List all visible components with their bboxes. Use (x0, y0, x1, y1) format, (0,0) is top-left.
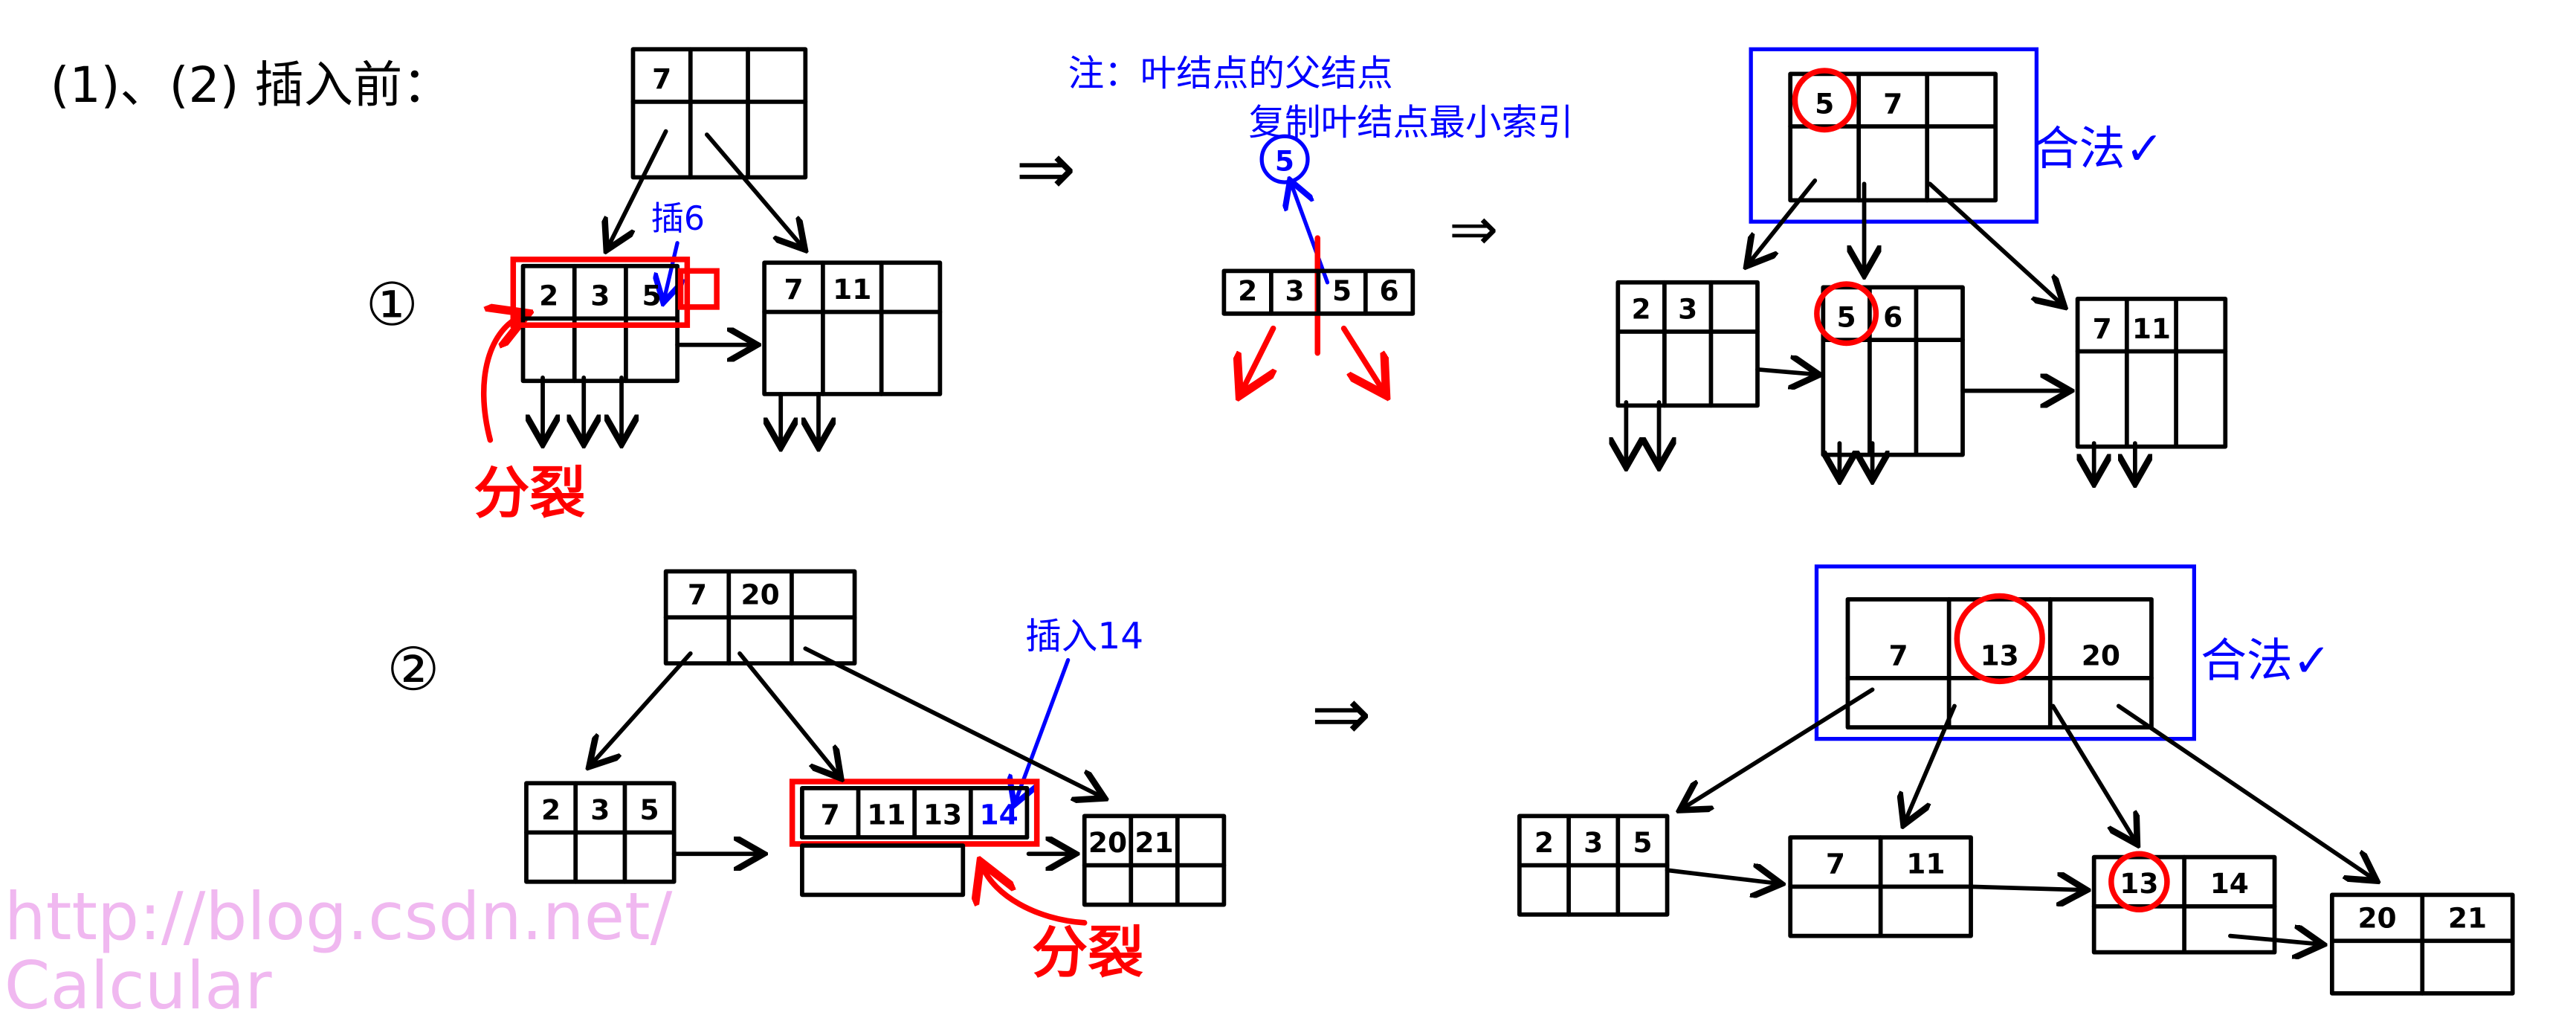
node-key: 2 (539, 280, 558, 312)
valid-label-1: 合法✓ (2033, 122, 2163, 175)
watermark-author: Calcular (4, 947, 272, 1018)
pointer-arrow (2050, 703, 2134, 840)
split-label-2: 分裂 (1032, 920, 1143, 985)
node-key: 11 (833, 273, 871, 306)
node-key: 7 (1883, 87, 1902, 120)
node-key: 7 (1826, 848, 1845, 880)
node-key: 20 (740, 579, 779, 611)
node-key: 3 (1678, 292, 1697, 325)
root-node (630, 47, 808, 180)
node-key: 21 (2448, 902, 2487, 935)
pointer-arrow (1927, 181, 2062, 303)
case2-label: ② (387, 634, 439, 703)
node-key: 11 (1906, 848, 1945, 880)
watermark-url: http://blog.csdn.net/ (4, 878, 673, 955)
parent-highlight-1 (1749, 47, 2039, 224)
split-arrow-right (1340, 325, 1384, 391)
node-key: 3 (1584, 826, 1603, 859)
node-key: 2 (1632, 292, 1651, 325)
node-key: 6 (1883, 300, 1902, 333)
pointer-arrow (704, 132, 802, 246)
node-key: 20 (2082, 639, 2120, 671)
node-key: 6 (1380, 274, 1399, 307)
insert-14-label: 插入14 (1025, 616, 1143, 657)
promoted-key: 5 (1275, 145, 1294, 178)
node-key: 7 (1888, 639, 1908, 671)
split-label-1: 分裂 (474, 460, 585, 526)
node-key: 5 (1815, 87, 1834, 120)
node-key: 13 (923, 798, 962, 831)
promote-arrow (1291, 184, 1330, 285)
node-key: 5 (1332, 274, 1352, 307)
node-key: 7 (652, 62, 671, 95)
highlight-circle (1792, 68, 1857, 133)
node-key: 7 (821, 798, 840, 831)
split-highlight-box (510, 257, 691, 328)
node-key: 20 (2357, 902, 2396, 935)
pointer-arrow (737, 651, 838, 775)
implies-arrow-1: ⇒ (1016, 127, 1076, 211)
implies-arrow-2: ⇒ (1449, 195, 1499, 264)
pointer-arrow (1665, 870, 1778, 883)
split-arrow-2 (983, 867, 1088, 926)
node-key: 14 (979, 798, 1018, 831)
node-key: 14 (2210, 867, 2249, 900)
valid-label-2: 合法✓ (2201, 634, 2331, 688)
split-arrow-1 (480, 315, 523, 443)
pointer-arrow (1684, 687, 1875, 808)
node-key: 13 (1981, 639, 2019, 671)
node-key: 11 (2132, 312, 2171, 345)
node-key: 5 (1837, 300, 1856, 333)
leaf-node (1615, 280, 1760, 408)
node-key: 3 (590, 793, 610, 826)
split-arrow-left (1242, 325, 1274, 391)
pointer-arrow (1749, 178, 1818, 262)
node-key: 3 (1285, 274, 1305, 307)
insert-6-label: 插6 (651, 200, 705, 238)
overflow-mark (677, 268, 720, 310)
pointer-arrow (1969, 886, 2082, 889)
pointer-arrow (608, 129, 668, 247)
leaf-node-pointer-row (800, 843, 966, 898)
node-key: 7 (2093, 312, 2112, 345)
pointer-arrow (592, 651, 693, 764)
node-key: 5 (640, 793, 659, 826)
note-line-2: 复制叶结点最小索引 (1249, 102, 1574, 144)
highlight-circle (2108, 851, 2170, 913)
node-key: 21 (1134, 826, 1173, 859)
highlight-circle (1954, 593, 2045, 685)
leaf-node (1082, 814, 1227, 907)
pointer-arrow (1755, 370, 1815, 375)
heading: (1)、(2) 插入前： (51, 57, 452, 114)
note-line-1: 注：叶结点的父结点 (1068, 53, 1393, 94)
node-key: 3 (590, 280, 610, 312)
node-key: 7 (784, 273, 803, 306)
pointer-arrow (2228, 936, 2319, 944)
pointer-arrow (1905, 703, 1957, 821)
node-key: 2 (1534, 826, 1554, 859)
implies-arrow-3: ⇒ (1311, 672, 1371, 756)
pointer-arrow (803, 646, 1100, 796)
node-key: 11 (867, 798, 906, 831)
leaf-node (2075, 296, 2228, 449)
parent-highlight-2 (1814, 564, 2197, 741)
node-key: 2 (541, 793, 561, 826)
insert-6-arrow (664, 241, 677, 299)
leaf-node (762, 260, 943, 396)
highlight-circle (1814, 281, 1879, 347)
node-key: 20 (1088, 826, 1127, 859)
root-node (1845, 597, 2154, 730)
case1-label: ① (366, 270, 419, 339)
node-key: 5 (642, 280, 661, 312)
insert-14-arrow (1016, 657, 1071, 802)
node-key: 7 (688, 579, 707, 611)
pointer-arrow (2116, 703, 2373, 878)
node-key: 13 (2120, 867, 2158, 900)
node-key: 5 (1633, 826, 1652, 859)
node-key: 2 (1238, 274, 1257, 307)
root-node (1788, 71, 1998, 203)
